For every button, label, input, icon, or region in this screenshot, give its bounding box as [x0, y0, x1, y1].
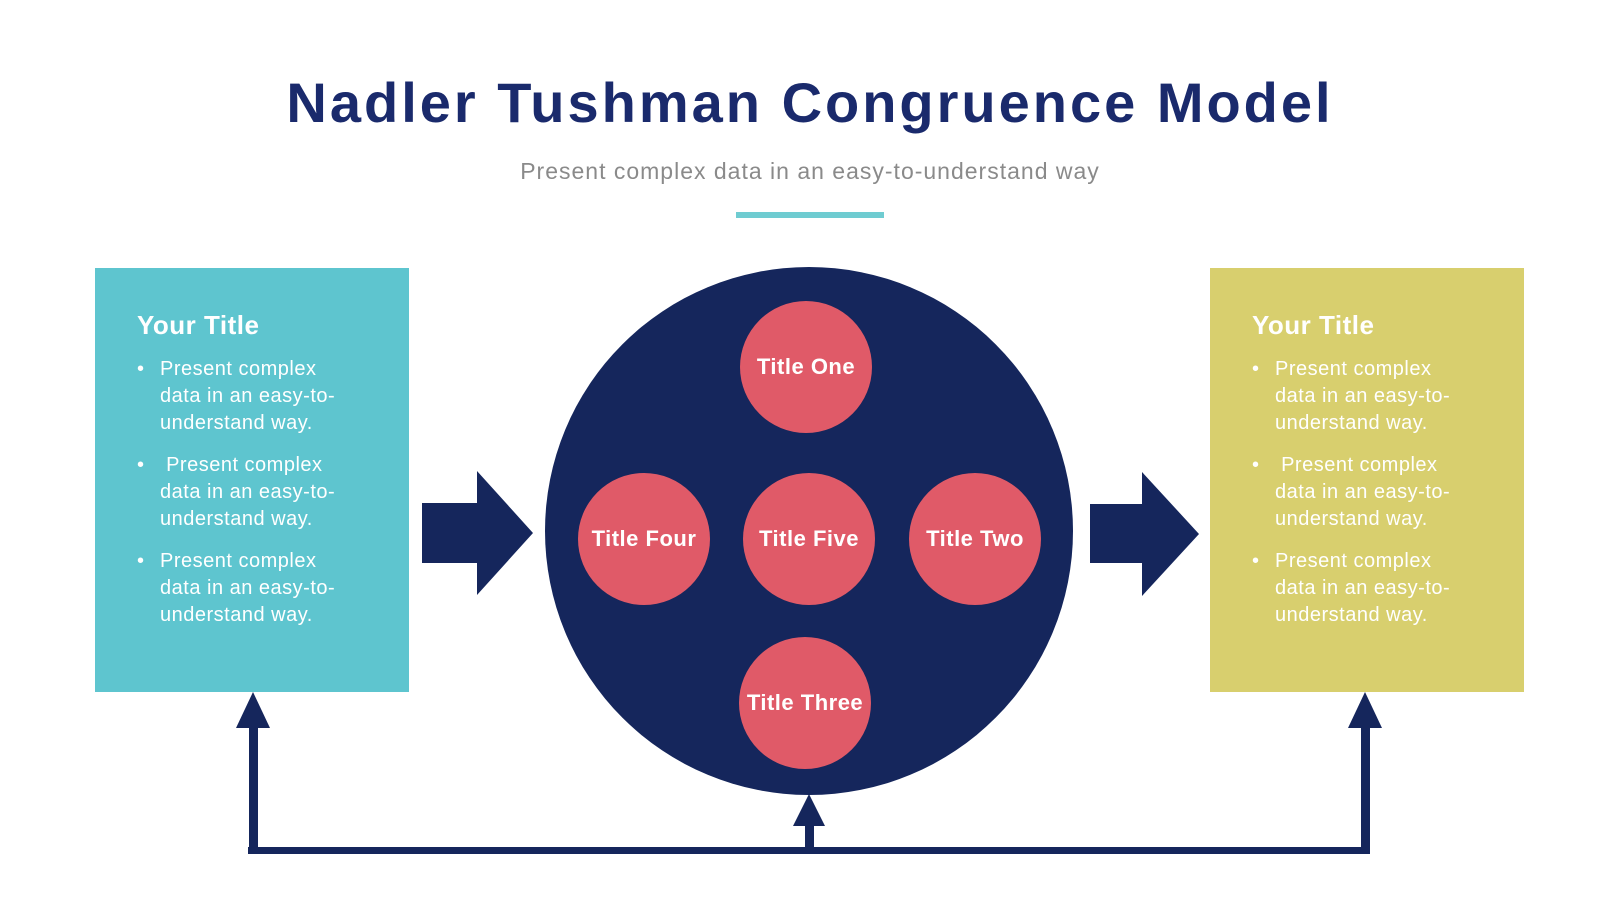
bullet-dot: • — [1252, 358, 1260, 380]
right-panel-title: Your Title — [1252, 310, 1375, 340]
left-panel-title: Your Title — [137, 310, 260, 340]
feedback-arrow-up-icon-right — [1348, 692, 1382, 728]
feedback-loop-line — [248, 847, 1370, 854]
sub-circle-title-four: Title Four — [578, 473, 710, 605]
bullet-text: Present complex data in an easy-to- unde… — [160, 454, 336, 530]
output-flow-arrow-icon — [1142, 472, 1199, 596]
bullet-item: • Present complex data in an easy-to- un… — [1252, 356, 1508, 437]
sub-circle-title-one: Title One — [740, 301, 872, 433]
input-flow-arrow-icon — [477, 471, 533, 595]
sub-circle-title-three: Title Three — [739, 637, 871, 769]
sub-circle-title-five: Title Five — [743, 473, 875, 605]
circle-label: Title One — [756, 354, 856, 379]
feedback-arrow-to-left-panel-shaft — [249, 726, 258, 854]
page-subtitle: Present complex data in an easy-to-under… — [520, 158, 1100, 184]
feedback-arrow-up-icon-left — [236, 692, 270, 728]
bullet-dot: • — [137, 454, 145, 476]
bullet-item: • Present complex data in an easy-to- un… — [1252, 452, 1508, 533]
bullet-item: • Present complex data in an easy-to- un… — [1252, 548, 1508, 629]
feedback-arrow-to-right-panel-shaft — [1361, 726, 1370, 854]
bullet-dot: • — [137, 550, 145, 572]
feedback-arrow-up-icon-center — [793, 794, 825, 826]
bullet-text: Present complex data in an easy-to- unde… — [160, 358, 336, 434]
right-info-panel: Your Title • Present complex data in an … — [1210, 268, 1524, 692]
output-flow-arrow-shaft — [1090, 504, 1143, 563]
feedback-arrow-to-circle-shaft — [805, 824, 814, 847]
right-panel-bullet-list: • Present complex data in an easy-to- un… — [1252, 356, 1508, 644]
left-info-panel: Your Title • Present complex data in an … — [95, 268, 409, 692]
bullet-dot: • — [1252, 454, 1260, 476]
input-flow-arrow-shaft — [422, 503, 478, 563]
bullet-text: Present complex data in an easy-to- unde… — [1275, 454, 1451, 530]
title-underline-divider — [736, 212, 884, 218]
circle-label: Title Five — [759, 526, 859, 551]
left-panel-bullet-list: • Present complex data in an easy-to- un… — [137, 356, 393, 644]
circle-label: Title Three — [746, 690, 864, 715]
circle-label: Title Two — [926, 526, 1024, 551]
bullet-text: Present complex data in an easy-to- unde… — [1275, 550, 1451, 626]
bullet-dot: • — [137, 358, 145, 380]
bullet-text: Present complex data in an easy-to- unde… — [1275, 358, 1451, 434]
circle-label: Title Four — [591, 526, 697, 551]
sub-circle-title-two: Title Two — [909, 473, 1041, 605]
bullet-item: • Present complex data in an easy-to- un… — [137, 548, 393, 629]
bullet-item: • Present complex data in an easy-to- un… — [137, 452, 393, 533]
page-title: Nadler Tushman Congruence Model — [286, 71, 1334, 134]
bullet-item: • Present complex data in an easy-to- un… — [137, 356, 393, 437]
bullet-dot: • — [1252, 550, 1260, 572]
bullet-text: Present complex data in an easy-to- unde… — [160, 550, 336, 626]
